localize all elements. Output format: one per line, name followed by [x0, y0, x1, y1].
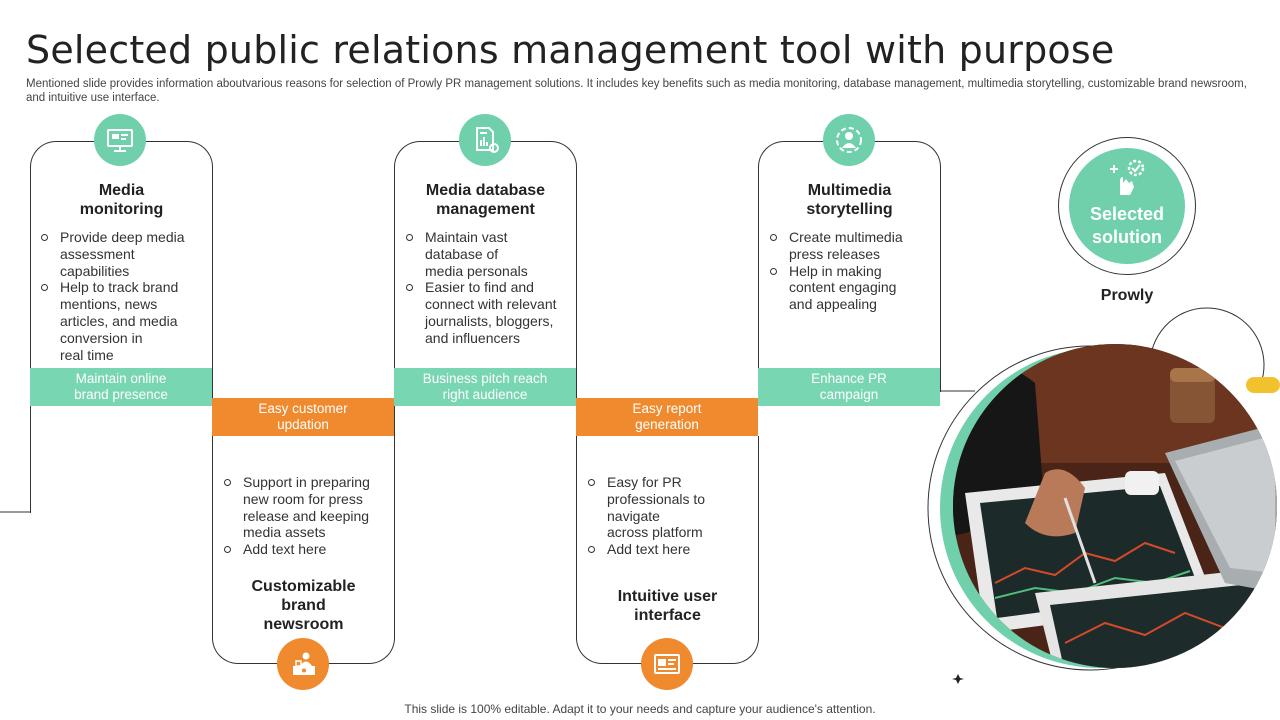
bullets-brand-newsroom: Support in preparing new room for press … [223, 474, 393, 558]
solution-badge [1069, 148, 1185, 264]
band-maintain-online-brand-presence: Maintain online brand presence [30, 368, 212, 406]
monitor-screen-icon [94, 114, 146, 166]
solution-ring [1058, 137, 1196, 275]
band-business-pitch: Business pitch reach right audience [394, 368, 576, 406]
band-enhance-pr-campaign: Enhance PR campaign [758, 368, 940, 406]
list-item: Add text here [587, 541, 757, 558]
band-easy-report-generation: Easy report generation [576, 398, 758, 436]
list-item: Add text here [223, 541, 393, 558]
newsroom-desk-icon [277, 638, 329, 690]
bullets-media-monitoring: Provide deep media assessment capabiliti… [40, 229, 210, 363]
bullets-user-interface: Easy for PR professionals to navigate ac… [587, 474, 757, 558]
heading-media-monitoring: Media monitoring [79, 182, 164, 218]
storytelling-person-icon [823, 114, 875, 166]
footer-note: This slide is 100% editable. Adapt it to… [404, 702, 876, 716]
trading-desk-photo [927, 344, 1277, 671]
page-title: Selected public relations management too… [26, 28, 1115, 72]
database-report-icon [459, 114, 511, 166]
bullets-multimedia: Create multimedia press releases Help in… [769, 229, 939, 313]
heading-media-database: Media database management [425, 182, 546, 218]
list-item: Easier to find and connect with relevant… [405, 279, 575, 346]
list-item: Help to track brand mentions, news artic… [40, 279, 210, 363]
solution-label: Selected solution [1089, 204, 1165, 247]
list-item: Easy for PR professionals to navigate ac… [587, 474, 757, 541]
heading-user-interface: Intuitive user interface [617, 588, 718, 624]
page-subtitle: Mentioned slide provides information abo… [26, 78, 1247, 104]
list-item: Maintain vast database of media personal… [405, 229, 575, 279]
heading-multimedia: Multimedia storytelling [806, 182, 893, 218]
list-item: Help in making content engaging and appe… [769, 263, 939, 313]
solution-name: Prowly [1100, 287, 1154, 304]
list-item: Provide deep media assessment capabiliti… [40, 229, 210, 279]
selection-hand-gear-icon [1110, 159, 1145, 195]
bullets-media-database: Maintain vast database of media personal… [405, 229, 575, 347]
user-interface-icon [641, 638, 693, 690]
list-item: Create multimedia press releases [769, 229, 939, 263]
band-easy-customer-updation: Easy customer updation [212, 398, 394, 436]
list-item: Support in preparing new room for press … [223, 474, 393, 541]
heading-brand-newsroom: Customizable brand newsroom [251, 578, 356, 633]
